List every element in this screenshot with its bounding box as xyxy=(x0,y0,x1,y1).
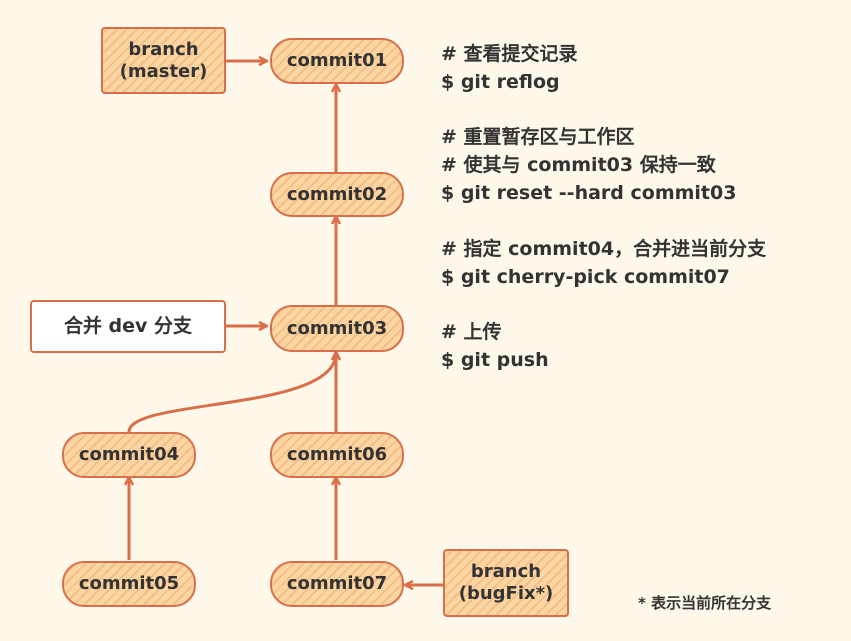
note-line: # 上传 xyxy=(441,321,502,343)
commit07-node: commit07 xyxy=(270,561,404,607)
branch-bugfix-node: branch (bugFix*) xyxy=(443,549,569,617)
branch-bugfix-line2: (bugFix*) xyxy=(458,583,554,604)
commit01-node: commit01 xyxy=(270,38,404,84)
commit04-label: commit04 xyxy=(78,444,180,466)
commit05-node: commit05 xyxy=(62,561,196,607)
merge-dev-node: 合并 dev 分支 xyxy=(30,300,226,353)
commit03-node: commit03 xyxy=(270,305,404,352)
note-line: # 重置暂存区与工作区 xyxy=(441,126,635,148)
footnote: * 表示当前所在分支 xyxy=(638,594,772,612)
note-line: $ git cherry-pick commit07 xyxy=(441,266,730,288)
branch-master-node: branch (master) xyxy=(101,27,226,94)
branch-bugfix-line1: branch xyxy=(470,561,542,583)
note-cherry-pick: # 指定 commit04，合并进当前分支 $ git cherry-pick … xyxy=(441,235,766,291)
commit06-label: commit06 xyxy=(286,444,388,466)
merge-dev-label: 合并 dev 分支 xyxy=(63,315,193,338)
commit04-node: commit04 xyxy=(62,432,196,478)
commit02-node: commit02 xyxy=(270,172,404,217)
branch-master-line2: (master) xyxy=(119,60,208,82)
arrow-commit04-to-commit03 xyxy=(127,353,336,433)
commit02-label: commit02 xyxy=(286,183,388,205)
note-line: $ git reset --hard commit03 xyxy=(441,182,737,204)
branch-master-line1: branch xyxy=(128,38,199,60)
note-line: $ git push xyxy=(441,349,549,371)
note-line: # 指定 commit04，合并进当前分支 xyxy=(441,238,767,260)
commit07-label: commit07 xyxy=(286,573,388,595)
commit06-node: commit06 xyxy=(270,432,404,478)
note-line: # 使其与 commit03 保持一致 xyxy=(441,154,716,176)
commit03-label: commit03 xyxy=(286,317,388,339)
note-line: # 查看提交记录 xyxy=(441,43,578,65)
commit05-label: commit05 xyxy=(78,573,180,595)
note-reflog: # 查看提交记录 $ git reflog xyxy=(441,40,578,96)
note-reset: # 重置暂存区与工作区 # 使其与 commit03 保持一致 $ git re… xyxy=(441,123,736,207)
note-line: $ git reflog xyxy=(441,71,560,93)
commit01-label: commit01 xyxy=(286,50,388,72)
note-push: # 上传 $ git push xyxy=(441,318,549,374)
